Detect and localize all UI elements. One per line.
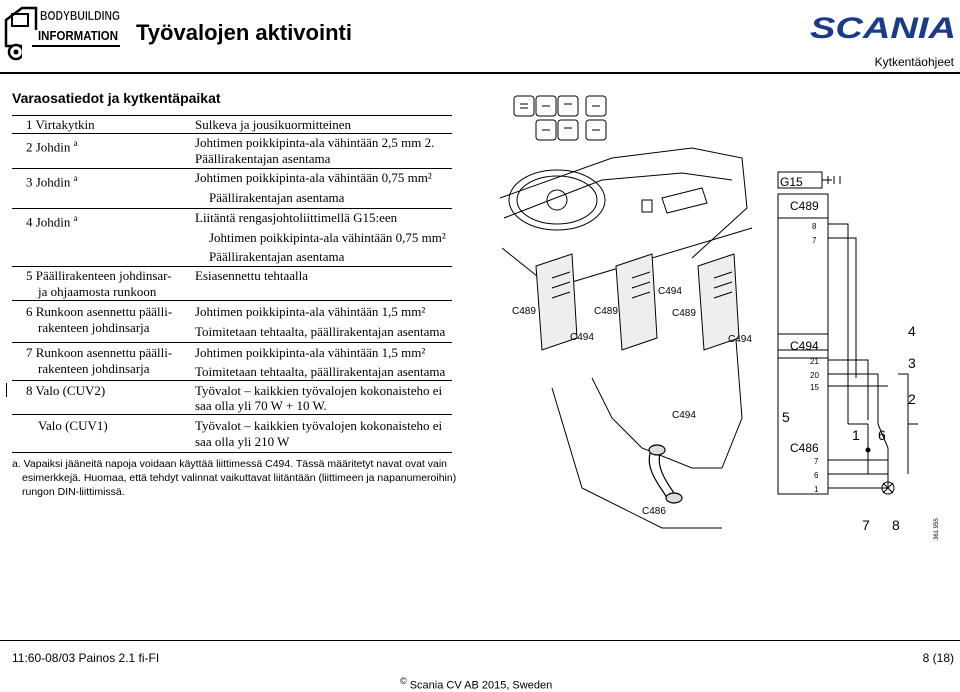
table-item-label: 1 Virtakytkin	[26, 117, 95, 132]
table-rule	[12, 380, 452, 381]
section-title: Varaosatiedot ja kytkentäpaikat	[12, 90, 221, 106]
connector-label: C494	[658, 286, 682, 297]
connector-label: C489	[672, 308, 696, 319]
table-item-label: rakenteen johdinsarja	[38, 361, 150, 376]
pin-number: 8	[812, 222, 817, 231]
callout-number: 4	[908, 323, 916, 339]
document-code: 11:60-08/03 Painos 2.1 fi-FI	[12, 651, 160, 665]
footnote: rungon DIN-liittimissä.	[22, 486, 125, 498]
footnote: esimerkkejä. Huomaa, että tehdyt valinna…	[22, 472, 457, 484]
switch-icons	[513, 95, 607, 141]
pin-number: 6	[814, 471, 819, 480]
copyright-symbol: ©	[400, 676, 407, 686]
pin-number: 1	[814, 485, 819, 494]
change-bar	[6, 383, 7, 397]
bodybuilding-information-logo: BODYBUILDING INFORMATION	[4, 6, 120, 61]
connector-label: C494	[728, 334, 752, 345]
table-item-description: Esiasennettu tehtaalla	[195, 268, 308, 283]
copyright: © Scania CV AB 2015, Sweden	[400, 676, 552, 692]
table-item-description: Päällirakentajan asentama	[209, 190, 345, 205]
wiring-diagram: C489 C494 C489 C489 C494 C494 C494 C486 …	[499, 95, 940, 540]
table-rule	[12, 342, 452, 343]
table-rule	[12, 300, 452, 301]
table-item-label: 5 Päällirakenteen johdinsar-	[26, 268, 172, 283]
table-item-label: 2 Johdin a	[26, 138, 78, 155]
table-item-description: Työvalot – kaikkien työvalojen kokonaist…	[195, 418, 443, 433]
page-number: 8 (18)	[922, 651, 954, 665]
footer-rule	[0, 640, 960, 641]
steering-wheel	[508, 169, 606, 231]
pin-number: 21	[810, 357, 819, 366]
table-item-label: 3 Johdin a	[26, 173, 78, 190]
cable-bundle	[648, 444, 683, 504]
table-item-description: Johtimen poikkipinta-ala vähintään 1,5 m…	[195, 345, 426, 360]
table-rule	[12, 133, 452, 134]
scania-brand-text: SCANIA	[810, 12, 956, 45]
connector-label: C494	[790, 339, 819, 353]
header-rule	[0, 72, 960, 74]
copyright-text: Scania CV AB 2015, Sweden	[409, 679, 553, 692]
logo-line1: BODYBUILDING	[40, 8, 120, 23]
callout-number: 3	[908, 355, 916, 371]
callout-number: 5	[782, 409, 790, 425]
connector-panels	[535, 253, 740, 351]
table-item-label: 6 Runkoon asennettu päälli-	[26, 304, 173, 319]
table-item-label: rakenteen johdinsarja	[38, 320, 150, 335]
schematic	[777, 171, 918, 495]
table-item-description: Johtimen poikkipinta-ala vähintään 2,5 m…	[195, 135, 435, 150]
callout-number: 2	[908, 391, 916, 407]
table-item-description: Johtimen poikkipinta-ala vähintään 1,5 m…	[195, 304, 426, 319]
table-item-description: Toimitetaan tehtaalta, päällirakentajan …	[195, 364, 446, 379]
connector-label: C489	[512, 306, 536, 317]
page-title: Työvalojen aktivointi	[136, 20, 352, 45]
table-item-description: saa olla yli 70 W + 10 W.	[195, 398, 327, 413]
table-item-label: 7 Runkoon asennettu päälli-	[26, 345, 173, 360]
table-rule	[12, 452, 452, 453]
scania-logo: SCANIA	[810, 12, 956, 45]
table-rule	[12, 414, 452, 415]
callout-number: 6	[878, 427, 886, 443]
table-item-description: Työvalot – kaikkien työvalojen kokonaist…	[195, 383, 443, 398]
callout-number: 7	[862, 517, 870, 533]
table-item-description: saa olla yli 210 W	[195, 434, 290, 449]
table-item-description: Päällirakentajan asentama	[209, 249, 345, 264]
connector-label: G15	[780, 175, 803, 189]
footnote: a. Vapaiksi jääneitä napoja voidaan käyt…	[12, 458, 448, 470]
table-item-description: Johtimen poikkipinta-ala vähintään 0,75 …	[209, 230, 446, 245]
pin-number: 20	[810, 371, 819, 380]
document-type: Kytkentäohjeet	[874, 55, 954, 69]
table-rule	[12, 115, 452, 116]
connector-label: C494	[570, 332, 594, 343]
table-item-description: Toimitetaan tehtaalta, päällirakentajan …	[195, 324, 446, 339]
table-item-description: Päällirakentajan asentama	[195, 151, 331, 166]
pin-number: 15	[810, 383, 819, 392]
table-item-description: Sulkeva ja jousikuormitteinen	[195, 117, 351, 132]
table-item-label: Valo (CUV1)	[38, 418, 108, 433]
table-item-label: 4 Johdin a	[26, 213, 78, 230]
table-rule	[12, 266, 452, 267]
connector-label: C489	[594, 306, 618, 317]
callout-number: 8	[892, 517, 900, 533]
table-item-label: 8 Valo (CUV2)	[26, 383, 106, 398]
table-rule	[12, 208, 452, 209]
table-item-description: Johtimen poikkipinta-ala vähintään 0,75 …	[195, 170, 432, 185]
table-rule	[12, 168, 452, 169]
connector-label: C494	[672, 410, 696, 421]
figure-number: 361 955	[934, 518, 940, 540]
callout-number: 1	[852, 427, 860, 443]
connector-label: C486	[642, 506, 666, 517]
connector-label: C486	[790, 441, 819, 455]
logo-line2: INFORMATION	[38, 28, 118, 43]
table-item-label: ja ohjaamosta runkoon	[38, 284, 157, 299]
table-item-description: Liitäntä rengasjohtoliittimellä G15:een	[195, 210, 398, 225]
pin-number: 7	[814, 457, 819, 466]
pin-number: 7	[812, 236, 817, 245]
connector-label: C489	[790, 199, 819, 213]
